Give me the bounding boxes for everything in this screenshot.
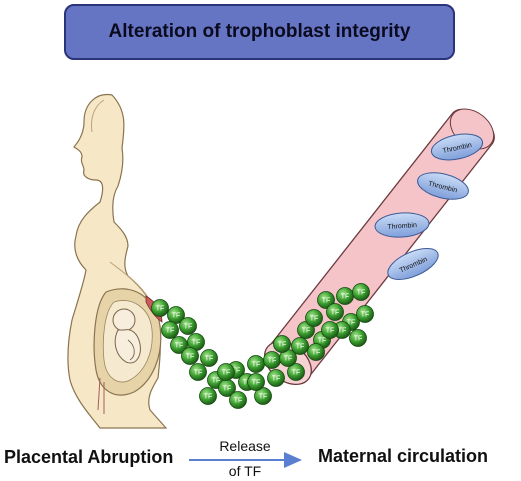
tf-label: TF (184, 324, 193, 331)
tf-sphere: TF (326, 303, 344, 321)
tf-label: TF (292, 370, 301, 377)
tf-sphere: TF (267, 369, 285, 387)
tf-label: TF (347, 320, 356, 327)
label-maternal-circulation: Maternal circulation (318, 446, 489, 466)
tf-sphere: TF (317, 291, 335, 309)
title-box: Alteration of trophoblast integrity (64, 4, 455, 60)
thrombin-molecule: Thrombin (387, 247, 439, 281)
thrombin-label: Thrombin (387, 222, 417, 231)
tf-label: TF (252, 380, 261, 387)
tf-label: TF (268, 358, 277, 365)
tf-sphere: TF (307, 343, 325, 361)
thrombin-molecule: Thrombin (374, 212, 430, 238)
tf-sphere: TF (291, 337, 309, 355)
tf-sphere: TF (336, 287, 354, 305)
tf-sphere: TF (321, 321, 339, 339)
tf-label: TF (322, 298, 331, 305)
tf-sphere: TF (218, 379, 236, 397)
tf-sphere: TF (189, 363, 207, 381)
tf-label: TF (310, 316, 319, 323)
tf-label: TF (278, 342, 287, 349)
tf-label: TF (338, 328, 347, 335)
tf-label: TF (357, 290, 366, 297)
tf-sphere: TF (151, 299, 169, 317)
tf-label: TF (204, 394, 213, 401)
thrombin-group: Thrombin Thrombin Thrombin Thrombin (374, 133, 484, 281)
tf-label: TF (354, 336, 363, 343)
tf-label: TF (205, 356, 214, 363)
tf-label: TF (172, 313, 181, 320)
tf-label: TF (243, 380, 252, 387)
tf-label: TF (175, 343, 184, 350)
tf-label: TF (259, 394, 268, 401)
tf-sphere: TF (254, 387, 272, 405)
tf-sphere: TF (305, 309, 323, 327)
tf-label: TF (296, 344, 305, 351)
tf-sphere: TF (161, 321, 179, 339)
pregnant-woman-illustration (67, 93, 168, 429)
tf-sphere: TF (356, 305, 374, 323)
thrombin-molecule: Thrombin (430, 133, 484, 161)
tf-sphere: TF (349, 329, 367, 347)
label-placental-abruption: Placental Abruption (4, 447, 174, 467)
tf-label: TF (326, 328, 335, 335)
tf-label: TF (232, 368, 241, 375)
tf-label: TF (272, 376, 281, 383)
tf-sphere: TF (229, 391, 247, 409)
tf-label: TF (252, 362, 261, 369)
tf-label: TF (284, 356, 293, 363)
tf-sphere: TF (287, 363, 305, 381)
tf-label: TF (361, 312, 370, 319)
tf-label: TF (234, 398, 243, 405)
tf-label: TF (192, 340, 201, 347)
tf-sphere: TF (181, 347, 199, 365)
tf-label: TF (166, 328, 175, 335)
tf-label: TF (186, 354, 195, 361)
tf-label: TF (194, 370, 203, 377)
tf-sphere: TF (179, 317, 197, 335)
fetus (112, 308, 141, 364)
tf-label: TF (223, 386, 232, 393)
label-of-tf: of TF (228, 463, 262, 479)
tf-sphere: TF (352, 283, 370, 301)
tf-label: TF (156, 306, 165, 313)
tf-label: TF (222, 370, 231, 377)
tf-sphere: TF (217, 363, 235, 381)
tf-sphere: TF (200, 349, 218, 367)
figure-title: Alteration of trophoblast integrity (108, 21, 411, 42)
tf-sphere: TF (247, 355, 265, 373)
tf-sphere: TF (263, 351, 281, 369)
tf-label: TF (331, 310, 340, 317)
tf-sphere: TF (273, 335, 291, 353)
thrombin-molecule: Thrombin (417, 172, 469, 200)
label-release: Release (219, 438, 271, 454)
tf-sphere: TF (247, 373, 265, 391)
tf-label: TF (302, 328, 311, 335)
tf-sphere: TF (199, 387, 217, 405)
tf-label: TF (341, 294, 350, 301)
tf-label: TF (212, 378, 221, 385)
tf-label: TF (318, 338, 327, 345)
tf-label: TF (312, 350, 321, 357)
tf-sphere: TF (170, 336, 188, 354)
